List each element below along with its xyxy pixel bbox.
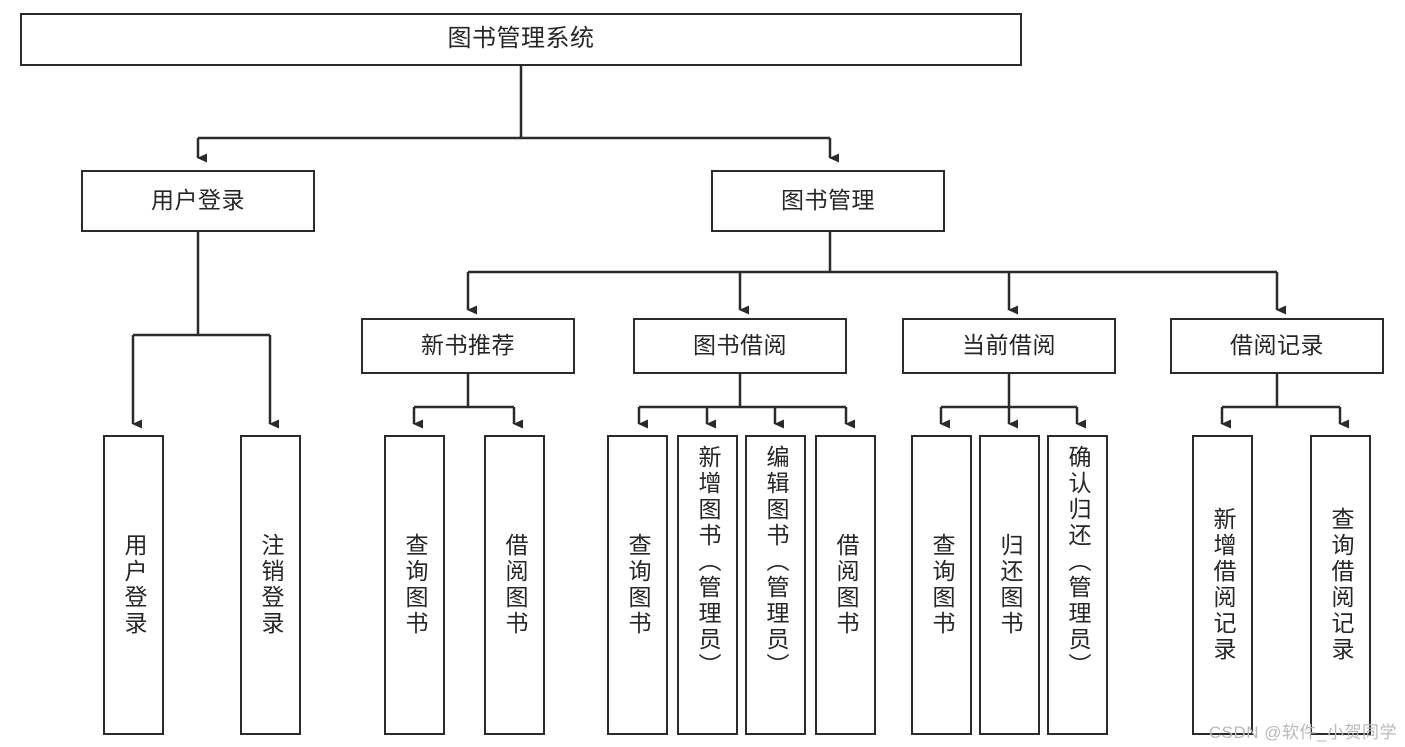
leaf-node-user-login[interactable]: 用户登录 <box>103 435 164 735</box>
leaf-node-borrow-books-new[interactable]: 借阅图书 <box>484 435 545 735</box>
csdn-watermark: CSDN @软件_小贺同学 <box>1208 723 1397 742</box>
node-label: 用户登录 <box>121 533 147 637</box>
node-label: 查询图书 <box>402 533 428 637</box>
node-label: 查询图书 <box>929 533 955 637</box>
node-label: 编辑图书（管理员） <box>763 445 789 679</box>
node-root-system[interactable]: 图书管理系统 <box>20 13 1022 66</box>
node-label: 图书借阅 <box>693 332 787 359</box>
node-label: 借阅图书 <box>502 533 528 637</box>
node-label: 新增图书（管理员） <box>695 445 721 679</box>
node-label: 用户登录 <box>151 187 245 214</box>
node-label: 借阅记录 <box>1230 332 1324 359</box>
node-label: 当前借阅 <box>962 332 1056 359</box>
leaf-node-edit-book-admin[interactable]: 编辑图书（管理员） <box>745 435 806 735</box>
node-book-management[interactable]: 图书管理 <box>711 170 945 232</box>
node-label: 图书管理系统 <box>447 25 595 53</box>
leaf-node-query-borrow-record[interactable]: 查询借阅记录 <box>1310 435 1371 735</box>
node-label: 注销登录 <box>258 533 284 637</box>
leaf-node-query-books-borrow[interactable]: 查询图书 <box>607 435 668 735</box>
node-label: 查询图书 <box>625 533 651 637</box>
node-book-borrow[interactable]: 图书借阅 <box>633 318 847 374</box>
leaf-node-borrow-books[interactable]: 借阅图书 <box>815 435 876 735</box>
node-new-book-recommend[interactable]: 新书推荐 <box>361 318 575 374</box>
node-label: 确认归还（管理员） <box>1065 445 1091 679</box>
leaf-node-add-borrow-record[interactable]: 新增借阅记录 <box>1192 435 1253 735</box>
node-label: 图书管理 <box>781 187 875 214</box>
leaf-node-query-books-current[interactable]: 查询图书 <box>911 435 972 735</box>
node-current-borrow[interactable]: 当前借阅 <box>902 318 1116 374</box>
leaf-node-return-books[interactable]: 归还图书 <box>979 435 1040 735</box>
node-label: 新书推荐 <box>421 332 515 359</box>
leaf-node-add-book-admin[interactable]: 新增图书（管理员） <box>677 435 738 735</box>
leaf-node-confirm-return-admin[interactable]: 确认归还（管理员） <box>1047 435 1108 735</box>
node-user-login[interactable]: 用户登录 <box>81 170 315 232</box>
node-label: 查询借阅记录 <box>1328 507 1354 663</box>
node-borrow-records[interactable]: 借阅记录 <box>1170 318 1384 374</box>
leaf-node-logout[interactable]: 注销登录 <box>240 435 301 735</box>
leaf-node-query-books-new[interactable]: 查询图书 <box>384 435 445 735</box>
node-label: 借阅图书 <box>833 533 859 637</box>
node-label: 新增借阅记录 <box>1210 507 1236 663</box>
node-label: 归还图书 <box>997 533 1023 637</box>
